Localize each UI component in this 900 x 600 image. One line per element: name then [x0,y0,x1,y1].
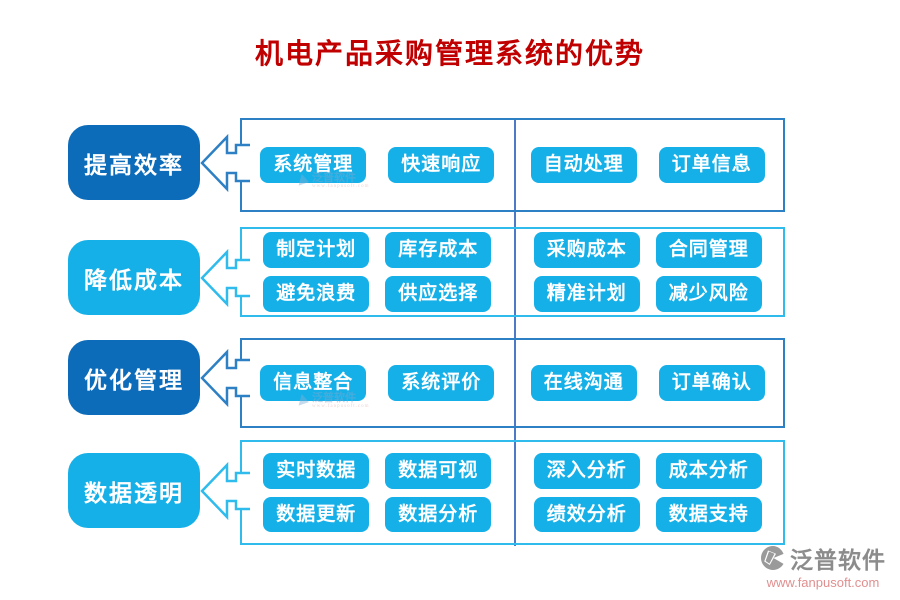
advantage-label: 降低成本 [68,240,200,315]
arrow-left-icon [200,248,250,307]
tag: 合同管理 [655,232,762,268]
tag: 采购成本 [533,232,640,268]
tag: 快速响应 [388,147,495,183]
page-title: 机电产品采购管理系统的优势 [254,39,645,70]
advantage-label: 数据透明 [68,453,200,528]
row-box-left-half: 实时数据数据可视数据更新数据分析 [242,442,513,543]
tag: 成本分析 [655,452,762,489]
row-box-left-half: 制定计划库存成本避免浪费供应选择 [242,229,513,315]
tag: 系统评价 [388,365,495,401]
brand-name: 泛普软件 [790,548,886,573]
tag: 订单信息 [658,147,765,183]
brand-url: www.fanpusoft.com [766,575,880,590]
tag: 实时数据 [263,452,370,489]
row-box: 信息整合系统评价在线沟通订单确认 [240,338,785,428]
tag: 数据可视 [385,452,492,489]
row-box-right-half: 采购成本合同管理精准计划减少风险 [513,229,784,315]
row-box: 制定计划库存成本避免浪费供应选择采购成本合同管理精准计划减少风险 [240,227,785,317]
arrow-left-icon [200,133,250,192]
advantage-label: 优化管理 [68,340,200,415]
tag: 减少风险 [655,276,762,312]
row-box: 实时数据数据可视数据更新数据分析深入分析成本分析绩效分析数据支持 [240,440,785,545]
arrow-left-icon [200,461,250,520]
tag: 供应选择 [385,276,492,312]
row-box-left-half: 信息整合系统评价 [242,340,513,426]
row-box-right-half: 深入分析成本分析绩效分析数据支持 [513,442,784,543]
brand-footer: 泛普软件 www.fanpusoft.com [760,541,886,590]
row-box-right-half: 自动处理订单信息 [513,120,784,210]
row-box-left-half: 系统管理快速响应 [242,120,513,210]
tag: 数据更新 [263,496,370,533]
tag: 在线沟通 [530,365,637,401]
tag: 避免浪费 [263,276,370,312]
tag: 自动处理 [530,147,637,183]
row-box: 系统管理快速响应自动处理订单信息 [240,118,785,212]
tag: 库存成本 [385,232,492,268]
tag: 数据支持 [655,496,762,533]
tag: 系统管理 [260,147,367,183]
tag: 深入分析 [533,452,640,489]
tag: 绩效分析 [533,496,640,533]
tag: 精准计划 [533,276,640,312]
divider-line [514,118,516,546]
brand-line: 泛普软件 [760,541,886,575]
tag: 订单确认 [658,365,765,401]
tag: 制定计划 [263,232,370,268]
brand-logo-icon [761,546,784,570]
row-box-right-half: 在线沟通订单确认 [513,340,784,426]
tag: 数据分析 [385,496,492,533]
arrow-left-icon [200,348,250,407]
tag: 信息整合 [260,365,367,401]
advantage-label: 提高效率 [68,125,200,200]
